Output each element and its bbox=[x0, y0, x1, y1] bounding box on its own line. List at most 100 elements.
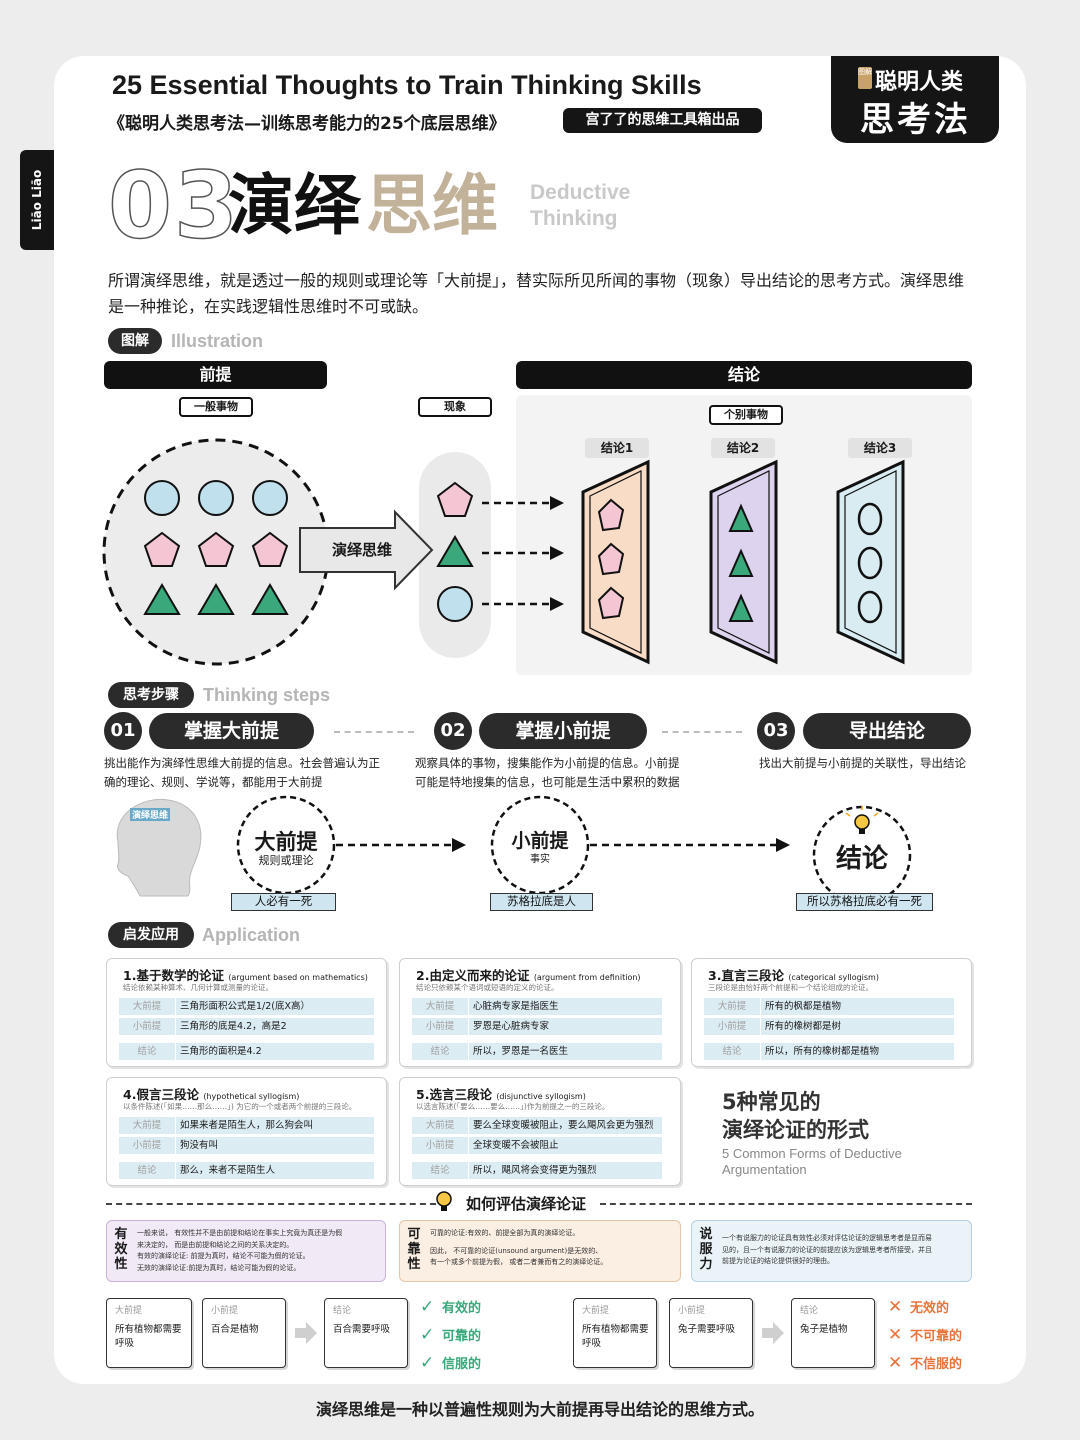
application-label-en: Application bbox=[202, 925, 300, 945]
conclusion-row: 结论所以，飓风将会变得更为强烈 bbox=[412, 1162, 662, 1179]
pentagon-shape bbox=[251, 531, 289, 567]
conclusion-row: 结论那么，来者不是陌生人 bbox=[119, 1162, 374, 1179]
chapter-title-en-1: Deductive bbox=[530, 181, 631, 204]
example-label: 结论 bbox=[333, 1306, 352, 1316]
step-2-desc-line: 可能是特地搜集的信息，也可能是生活中累积的数据 bbox=[415, 775, 680, 789]
card-title-cn: 4.假言三段论 bbox=[123, 1087, 199, 1102]
step-1-desc-line: 挑出能作为演绎性思维大前提的信息。社会普遍认为正 bbox=[104, 756, 380, 770]
row-label: 结论 bbox=[430, 1046, 450, 1057]
steps-arrow-heads bbox=[452, 838, 790, 852]
row-label: 大前提 bbox=[132, 1001, 162, 1012]
card-title: 5.选言三段论 (disjunctive syllogism) bbox=[416, 1084, 586, 1103]
invalid-verdict: ✕ 无效的 bbox=[888, 1294, 962, 1322]
logo-tag: 图解 bbox=[858, 67, 872, 89]
criterion-line: 一个有说服力的论证具有效性必须对评估论证的逻辑思考者是显而易 bbox=[722, 1234, 932, 1242]
card-subtitle: 结论只依赖某个语词或短语的定义的论证。 bbox=[416, 983, 559, 992]
minor-premise-main: 小前提 bbox=[511, 830, 569, 852]
bad-conclusion: 结论 兔子是植物 bbox=[791, 1298, 875, 1368]
verdict-text: 可靠的 bbox=[442, 1329, 482, 1344]
conclusion-3-funnel-inner bbox=[844, 470, 897, 654]
verdict-text: 不信服的 bbox=[910, 1357, 963, 1372]
triangle-shape bbox=[143, 583, 181, 615]
intro-paragraph: 所谓演绎思维，就是透过一般的规则或理论等「大前提」，替实际所见所闻的事物（现象）… bbox=[108, 271, 965, 316]
valid-verdict: ✓ 有效的 bbox=[420, 1294, 481, 1322]
chapter-title-b: 思维 bbox=[366, 167, 498, 244]
row-label: 结论 bbox=[137, 1046, 157, 1057]
criterion-line: 见的，且一个有说服力的论证的前提应该为逻辑思考者所接受，并且 bbox=[722, 1245, 932, 1254]
step-2-desc-line: 观察具体的事物，搜集能作为小前提的信息。小前提 bbox=[415, 756, 680, 770]
verdict-text: 有效的 bbox=[442, 1301, 482, 1316]
row-label: 小前提 bbox=[717, 1021, 747, 1032]
bad-major-premise: 大前提 所有植物都需要呼吸 bbox=[573, 1298, 657, 1368]
circle-shape bbox=[144, 480, 180, 516]
card-subtitle: 以条件陈述(「如果……那么……」) 为它的一个或者两个前提的三段论。 bbox=[123, 1102, 357, 1111]
check-icon: ✓ bbox=[420, 1297, 435, 1317]
general-triangles bbox=[143, 583, 289, 615]
major-premise-row: 大前提 如果来者是陌生人，那么狗会叫 bbox=[119, 1117, 374, 1134]
step-1-description: 挑出能作为演绎性思维大前提的信息。社会普遍认为正 确的理论、规则、学说等，都能用… bbox=[104, 754, 380, 792]
criterion-text: 可靠的论证:有效的、前提全部为真的演绎论证。 因此， 不可靠的论证(unsoun… bbox=[430, 1228, 672, 1269]
major-premise-sub: 规则或理论 bbox=[258, 854, 314, 867]
step-2-description: 观察具体的事物，搜集能作为小前提的信息。小前提 可能是特地搜集的信息，也可能是生… bbox=[415, 754, 680, 792]
validity-criterion: 有效性 一般来说， 有效性并不是由前提和结论在事实上究竟为真还是为假 来决定的，… bbox=[106, 1220, 386, 1282]
minor-premise-row: 小前提全球变暖不会被阻止 bbox=[412, 1137, 662, 1154]
conclusion-2-funnel-inner bbox=[717, 470, 770, 654]
step-3-description: 找出大前提与小前提的关联性，导出结论 bbox=[759, 754, 966, 773]
major-premise-row: 大前提所有的枫都是植物 bbox=[704, 998, 954, 1015]
row-text: 所以，飓风将会变得更为强烈 bbox=[468, 1162, 597, 1179]
general-circles bbox=[144, 480, 288, 516]
application-card-4: 4.假言三段论 (hypothetical syllogism) 以条件陈述(「… bbox=[106, 1077, 387, 1186]
row-label: 大前提 bbox=[132, 1120, 162, 1131]
conclusion-1-label: 结论1 bbox=[585, 438, 649, 458]
deduction-arrow-label: 演绎思维 bbox=[332, 541, 393, 559]
major-premise-example: 人必有一死 bbox=[231, 893, 336, 911]
five-forms-en-line: Argumentation bbox=[722, 1162, 807, 1177]
cross-icon: ✕ bbox=[888, 1297, 903, 1317]
verdict-text: 不可靠的 bbox=[910, 1329, 963, 1344]
phenomenon-arrows bbox=[482, 501, 552, 606]
example-label: 大前提 bbox=[115, 1306, 143, 1316]
example-text: 所有植物都需要呼吸 bbox=[115, 1324, 182, 1349]
row-label: 结论 bbox=[137, 1165, 157, 1176]
chapter-title-a: 演绎 bbox=[228, 167, 360, 244]
premise-bar: 前提 bbox=[104, 361, 327, 389]
card-title: 1.基于数学的论证 (argument based on mathematics… bbox=[123, 965, 368, 984]
row-text: 所以，所有的橡树都是植物 bbox=[760, 1043, 879, 1060]
step-1-number: 01 bbox=[104, 712, 142, 750]
minor-premise-example: 苏格拉底是人 bbox=[490, 893, 593, 911]
step-1-desc-line: 确的理论、规则、学说等，都能用于大前提 bbox=[104, 775, 323, 789]
row-text: 如果来者是陌生人，那么狗会叫 bbox=[175, 1117, 313, 1134]
application-card-3: 3.直言三段论 (categorical syllogism) 三段论是由恰好两… bbox=[691, 958, 972, 1067]
good-verdicts: ✓有效的 ✓可靠的 ✓信服的 bbox=[420, 1294, 481, 1378]
criterion-line: 有效的演绎论证: 前提为真时，结论不可能为假的论证。 bbox=[137, 1252, 310, 1260]
card-title: 3.直言三段论 (categorical syllogism) bbox=[708, 965, 879, 984]
phenomenon-tag: 现象 bbox=[418, 397, 492, 417]
chapter-title-en-2: Thinking bbox=[530, 207, 618, 230]
good-conclusion: 结论 百合需要呼吸 bbox=[324, 1298, 408, 1368]
major-premise-row: 大前提三角形面积公式是1/2(底X高） bbox=[119, 998, 374, 1015]
verdict-text: 无效的 bbox=[910, 1301, 950, 1316]
soundness-criterion: 可靠性 可靠的论证:有效的、前提全部为真的演绎论证。 因此， 不可靠的论证(un… bbox=[399, 1220, 681, 1282]
row-text: 所有的枫都是植物 bbox=[760, 998, 841, 1015]
minor-premise-row: 小前提所有的橡树都是树 bbox=[704, 1018, 954, 1035]
card-title-en: (disjunctive syllogism) bbox=[496, 1092, 586, 1101]
example-label: 小前提 bbox=[678, 1306, 706, 1316]
card-subtitle: 结论依赖某种算术、几何计算或测量的论证。 bbox=[123, 983, 273, 992]
step-3-number: 03 bbox=[757, 712, 795, 750]
check-icon: ✓ bbox=[420, 1353, 435, 1373]
lightbulb-icon bbox=[845, 806, 879, 834]
conclusion-1-funnel-inner bbox=[589, 470, 642, 654]
card-title: 2.由定义而来的论证 (argument from definition) bbox=[416, 965, 641, 984]
application-label: 启发应用 bbox=[108, 922, 194, 948]
card-subtitle: 以选言陈述(「要么……要么……」)作为前提之一的三段论。 bbox=[416, 1102, 610, 1111]
unpersuasive-verdict: ✕ 不信服的 bbox=[888, 1350, 962, 1378]
steps-label: 思考步骤 bbox=[108, 682, 194, 708]
criterion-line: 无效的演绎论证:前提为真时，结论可能为假的论证。 bbox=[137, 1263, 301, 1272]
five-forms-en-line: 5 Common Forms of Deductive bbox=[722, 1146, 902, 1161]
application-card-2: 2.由定义而来的论证 (argument from definition) 结论… bbox=[399, 958, 681, 1067]
cross-icon: ✕ bbox=[888, 1353, 903, 1373]
row-label: 大前提 bbox=[425, 1120, 455, 1131]
application-card-1: 1.基于数学的论证 (argument based on mathematics… bbox=[106, 958, 387, 1067]
pentagon-shape bbox=[143, 531, 181, 567]
card-title-en: (hypothetical syllogism) bbox=[203, 1092, 300, 1101]
